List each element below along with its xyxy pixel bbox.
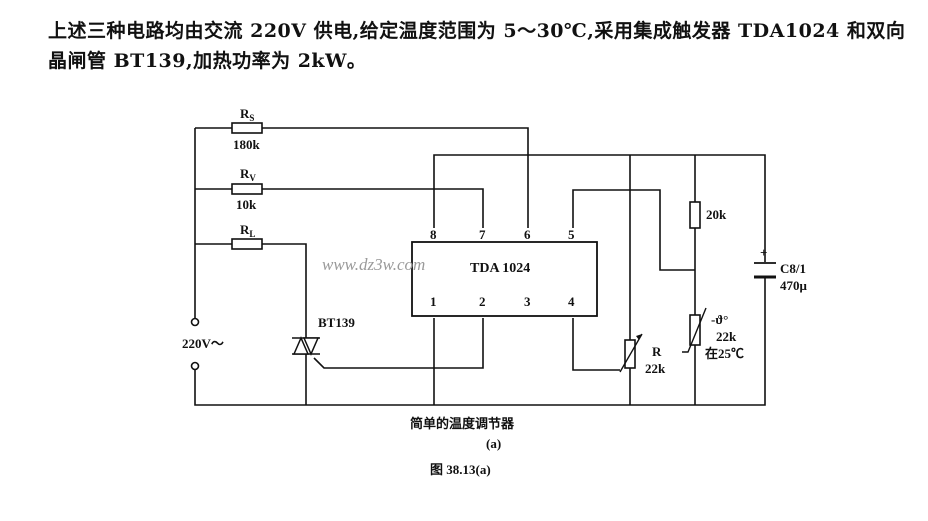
ntc-symbol: -ϑ° (711, 312, 728, 327)
resistor-rs (231, 122, 263, 134)
pot-value: 22k (645, 361, 666, 376)
resistor-20k (689, 201, 701, 229)
pot-name: R (652, 344, 662, 359)
capacitor-c8 (754, 262, 776, 279)
rs-label: RS (240, 106, 254, 123)
resistor-rv (231, 183, 263, 195)
circuit-wires (194, 127, 766, 406)
triac-bt139 (292, 336, 320, 356)
ntc-note: 在25℃ (705, 346, 744, 361)
thermistor-ntc (682, 307, 707, 353)
pin-6: 6 (524, 227, 531, 242)
diagram-title: 简单的温度调节器 (410, 416, 515, 431)
intro-paragraph: 上述三种电路均由交流 220V 供电,给定温度范围为 5～30℃,采用集成触发器… (48, 20, 906, 72)
supply-label: 220V～ (182, 336, 224, 351)
cap-value: 470μ (780, 278, 808, 293)
pin-1: 1 (430, 294, 437, 309)
pin-3: 3 (524, 294, 531, 309)
rl-label: RL (240, 222, 255, 239)
triac-label: BT139 (318, 315, 355, 330)
figure-caption: 图 38.13(a) (430, 462, 491, 477)
ic-tda1024 (411, 241, 598, 317)
pin-5: 5 (568, 227, 575, 242)
r20k-value: 20k (706, 207, 727, 222)
supply-terminal-bottom (190, 361, 200, 371)
pin-2: 2 (479, 294, 486, 309)
pin-4: 4 (568, 294, 575, 309)
pin-7: 7 (479, 227, 486, 242)
supply-terminal-top (190, 317, 200, 327)
rv-label: RV (240, 166, 256, 183)
potentiometer-r (619, 333, 643, 373)
resistor-rl (231, 238, 263, 250)
rs-value: 180k (233, 137, 261, 152)
rv-value: 10k (236, 197, 257, 212)
ic-label: TDA 1024 (470, 261, 530, 276)
cap-polarity: + (760, 245, 767, 260)
pin-8: 8 (430, 227, 437, 242)
diagram-subtitle: (a) (486, 436, 501, 451)
ntc-value: 22k (716, 329, 737, 344)
watermark: www.dz3w.com (322, 255, 425, 274)
cap-name: C8/1 (780, 261, 806, 276)
